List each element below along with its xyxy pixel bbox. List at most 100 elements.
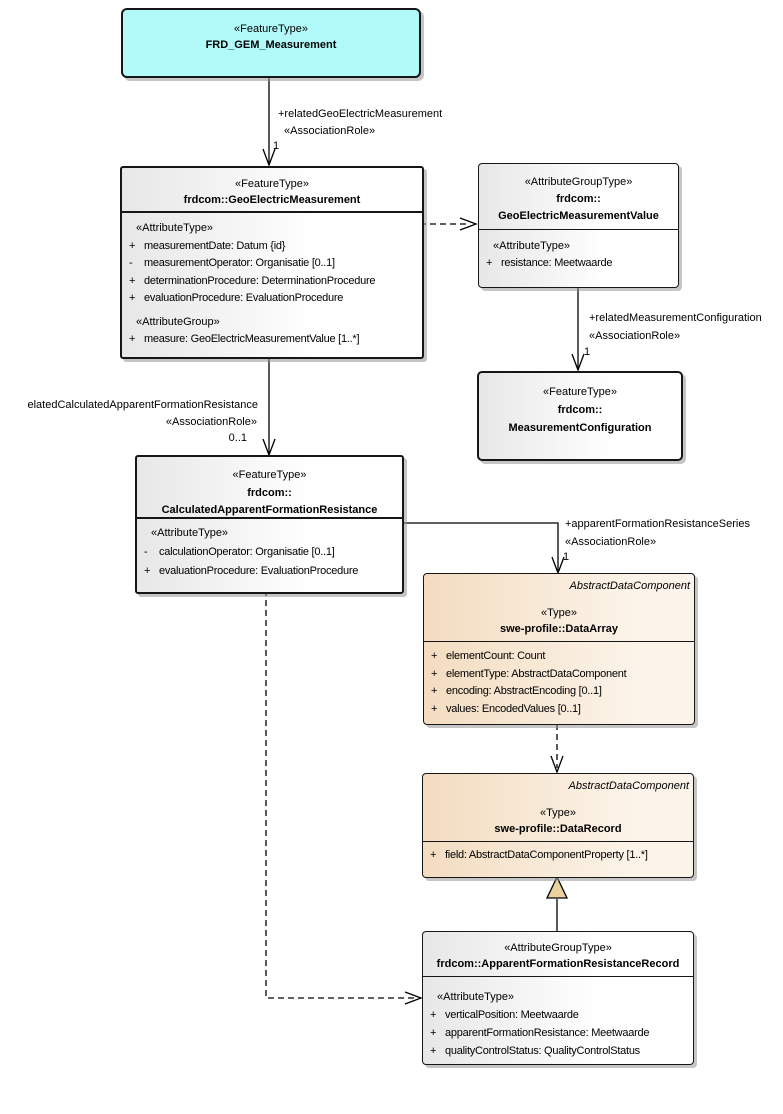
role-label: elatedCalculatedApparentFormationResista…: [27, 399, 258, 411]
open-arrowhead-icon: [262, 148, 276, 167]
attribute-row: + field: AbstractDataComponentProperty […: [423, 847, 693, 864]
attribute-row: - calculationOperator: Organisatie [0..1…: [137, 543, 402, 562]
attribute-row: + verticalPosition: Meetwaarde: [423, 1006, 693, 1024]
section-heading: «AttributeType»: [493, 240, 571, 252]
visibility: -: [144, 546, 148, 558]
attribute-text: values: EncodedValues [0..1]: [446, 702, 581, 715]
attribute-text: apparentFormationResistance: Meetwaarde: [445, 1027, 650, 1039]
class-name: FRD_GEM_Measurement: [205, 39, 337, 51]
class-measurement-configuration[interactable]: «FeatureType» frdcom:: MeasurementConfig…: [477, 371, 683, 461]
visibility: +: [430, 1045, 437, 1057]
section-heading: «AttributeType»: [151, 527, 229, 539]
class-name: CalculatedApparentFormationResistance: [161, 504, 378, 516]
attribute-row: - measurementOperator: Organisatie [0..1…: [122, 255, 422, 273]
visibility: +: [430, 849, 437, 861]
class-name: frdcom::ApparentFormationResistanceRecor…: [436, 958, 680, 970]
visibility: +: [430, 1009, 437, 1021]
attribute-row: + values: EncodedValues [0..1]: [424, 701, 694, 719]
visibility: +: [431, 667, 438, 680]
stereotype: «FeatureType»: [543, 386, 617, 398]
attribute-text: verticalPosition: Meetwaarde: [445, 1009, 579, 1021]
visibility: +: [430, 1027, 437, 1039]
attribute-row: + measurementDate: Datum {id}: [122, 238, 422, 256]
attribute-text: evaluationProcedure: EvaluationProcedure: [159, 565, 359, 577]
attribute-row: + elementCount: Count: [424, 648, 694, 666]
generalization-afrr-to-data-record: [545, 875, 569, 931]
association-related-calculated-apparent-formation-resistance: [262, 355, 276, 457]
attribute-text: elementCount: Count: [446, 650, 546, 662]
class-data-record[interactable]: AbstractDataComponent «Type» swe-profile…: [422, 773, 694, 878]
role-stereotype-label: «AssociationRole»: [165, 416, 257, 428]
attribute-text: resistance: Meetwaarde: [501, 257, 613, 269]
attribute-row: + encoding: AbstractEncoding [0..1]: [424, 683, 694, 701]
parent-class-name: AbstractDataComponent: [568, 780, 689, 792]
attribute-row: + resistance: Meetwaarde: [479, 255, 678, 272]
association-related-measurement-configuration: [571, 286, 585, 372]
attribute-row: + qualityControlStatus: QualityControlSt…: [423, 1042, 693, 1060]
attribute-row: + determinationProcedure: DeterminationP…: [122, 273, 422, 291]
class-name: swe-profile::DataRecord: [494, 823, 622, 835]
section-heading: «AttributeGroup»: [136, 315, 220, 328]
multiplicity-label: 1: [563, 551, 570, 563]
section-heading: «AttributeType»: [437, 991, 515, 1003]
role-label: +relatedGeoElectricMeasurement: [278, 108, 443, 120]
attribute-text: calculationOperator: Organisatie [0..1]: [159, 546, 335, 558]
visibility: -: [129, 257, 133, 269]
class-name: frdcom::GeoElectricMeasurement: [183, 194, 361, 206]
class-geo-electric-measurement[interactable]: «FeatureType» frdcom::GeoElectricMeasure…: [120, 166, 424, 359]
multiplicity-label: 1: [273, 140, 280, 152]
role-stereotype-label: «AssociationRole»: [284, 125, 376, 137]
class-frd-gem-measurement[interactable]: «FeatureType» FRD_GEM_Measurement: [121, 8, 421, 78]
attribute-text: measurementDate: Datum {id}: [144, 239, 286, 252]
role-stereotype-label: «AssociationRole»: [589, 330, 681, 342]
attribute-text: evaluationProcedure: EvaluationProcedure: [144, 292, 344, 304]
visibility: +: [431, 685, 438, 697]
visibility: +: [129, 333, 136, 345]
generalization-triangle-icon: [545, 875, 569, 899]
association-related-geo-electric-measurement: [262, 74, 276, 167]
attribute-text: measurementOperator: Organisatie [0..1]: [144, 257, 335, 269]
attribute-row: + elementType: AbstractDataComponent: [424, 666, 694, 684]
class-calculated-apparent-formation-resistance[interactable]: «FeatureType» frdcom:: CalculatedApparen…: [135, 455, 404, 594]
visibility: +: [486, 257, 493, 269]
visibility: +: [431, 702, 438, 715]
class-apparent-formation-resistance-record[interactable]: «AttributeGroupType» frdcom::ApparentFor…: [422, 931, 694, 1065]
role-label: +apparentFormationResistanceSeries: [565, 518, 750, 530]
visibility: +: [144, 565, 151, 577]
open-arrowhead-icon: [550, 755, 564, 774]
multiplicity-label: 0..1: [228, 432, 247, 444]
attribute-row: + evaluationProcedure: EvaluationProcedu…: [137, 562, 402, 581]
dependency-data-array-data-record: [550, 724, 564, 774]
attribute-text: measure: GeoElectricMeasurementValue [1.…: [144, 333, 360, 345]
attribute-text: elementType: AbstractDataComponent: [446, 667, 627, 680]
open-arrowhead-icon: [459, 217, 478, 231]
dependency-geo-electric-measurement-value: [420, 217, 478, 231]
attribute-text: qualityControlStatus: QualityControlStat…: [445, 1045, 640, 1057]
class-name: swe-profile::DataArray: [500, 623, 618, 635]
section-heading: «AttributeType»: [136, 222, 214, 234]
class-namespace: frdcom::: [557, 404, 603, 416]
attribute-text: encoding: AbstractEncoding [0..1]: [446, 685, 602, 697]
stereotype: «FeatureType»: [235, 178, 309, 190]
visibility: +: [129, 274, 136, 287]
attribute-text: field: AbstractDataComponentProperty [1.…: [445, 849, 648, 861]
visibility: +: [129, 292, 136, 304]
class-data-array[interactable]: AbstractDataComponent «Type» swe-profile…: [423, 573, 695, 725]
attribute-row: + apparentFormationResistance: Meetwaard…: [423, 1024, 693, 1042]
open-arrowhead-icon: [571, 353, 585, 372]
stereotype: «FeatureType»: [234, 23, 308, 35]
stereotype: «FeatureType»: [232, 469, 307, 481]
association-apparent-formation-resistance-series: [400, 522, 565, 575]
stereotype: «Type»: [539, 807, 577, 819]
visibility: +: [431, 650, 438, 662]
attribute-text: determinationProcedure: DeterminationPro…: [144, 274, 376, 287]
class-name: MeasurementConfiguration: [508, 422, 652, 434]
class-geo-electric-measurement-value[interactable]: «AttributeGroupType» frdcom:: GeoElectri…: [478, 163, 679, 288]
stereotype: «AttributeGroupType»: [524, 176, 633, 188]
visibility: +: [129, 239, 136, 252]
role-label: +relatedMeasurementConfiguration: [589, 312, 762, 324]
attribute-row: + measure: GeoElectricMeasurementValue […: [122, 331, 422, 349]
dependency-cafr-to-afrr: [265, 590, 423, 1005]
